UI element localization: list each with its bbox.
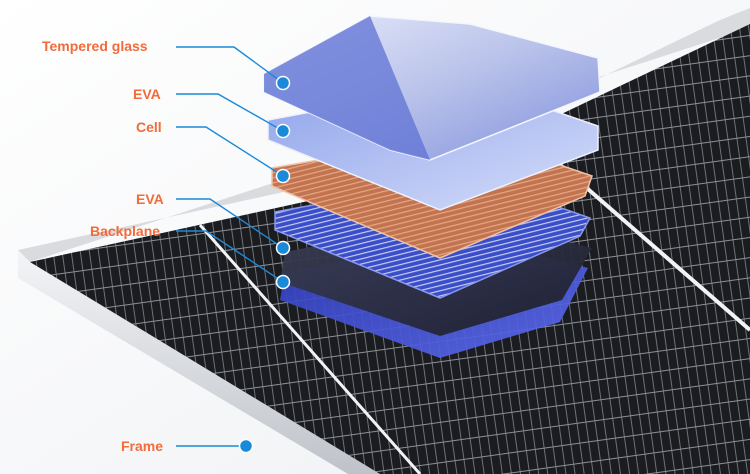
marker-eva-top xyxy=(275,123,291,139)
leader-line-cell xyxy=(176,126,284,177)
markers xyxy=(238,75,291,454)
leader-line-tempered-glass xyxy=(176,46,284,84)
leader-line-eva-bottom xyxy=(176,198,284,249)
frame-top-edge xyxy=(18,8,750,262)
label-backplane: Backplane xyxy=(90,223,161,239)
label-tempered-glass: Tempered glass xyxy=(42,38,148,54)
leader-line-eva-top xyxy=(176,93,284,132)
label-cell: Cell xyxy=(136,119,162,135)
leader-line-backplane xyxy=(176,230,284,283)
label-eva-bottom: EVA xyxy=(136,191,164,207)
marker-eva-bottom xyxy=(275,240,291,256)
label-eva-top: EVA xyxy=(133,86,161,102)
label-frame: Frame xyxy=(121,438,164,454)
marker-frame xyxy=(238,438,254,454)
panel-separator xyxy=(198,224,422,474)
leader-lines xyxy=(176,46,284,447)
marker-cell xyxy=(275,168,291,184)
tempered-glass-shade xyxy=(264,16,430,160)
marker-backplane xyxy=(275,274,291,290)
marker-tempered-glass xyxy=(275,75,291,91)
